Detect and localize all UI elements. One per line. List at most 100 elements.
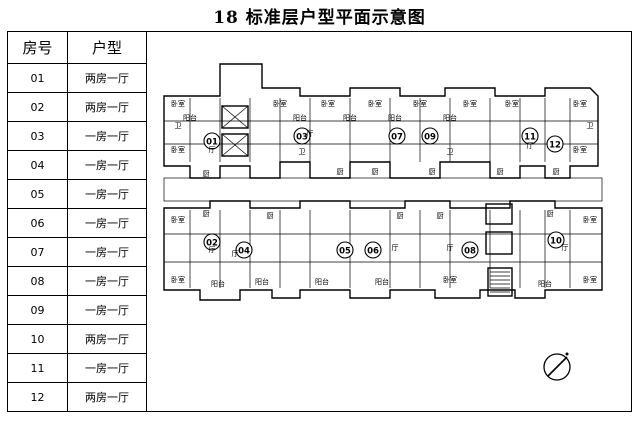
core-cross — [221, 105, 249, 129]
unit-type-cell: 一房一厅 — [67, 150, 147, 180]
unit-marker — [235, 241, 253, 259]
core-box — [485, 231, 513, 255]
room-label: 厅 — [447, 244, 454, 252]
room-label: 厅 — [562, 244, 569, 252]
unit-type-cell: 一房一厅 — [67, 266, 147, 296]
room-label: 厨 — [203, 170, 210, 178]
room-label: 卫 — [447, 148, 454, 156]
room-label: 厨 — [337, 168, 344, 176]
room-label: 卫 — [587, 122, 594, 130]
floor-plan-walls — [163, 63, 603, 301]
room-label: 厨 — [437, 212, 444, 220]
room-label: 卧室 — [171, 99, 185, 108]
room-label: 卧室 — [505, 99, 519, 108]
unit-marker-label: 01 — [206, 138, 218, 148]
room-label: 厨 — [203, 210, 210, 218]
room-label: 阳台 — [183, 113, 197, 122]
room-label: 阳台 — [343, 113, 357, 122]
unit-marker-label: 10 — [550, 237, 562, 247]
room-label: 厅 — [209, 146, 216, 154]
unit-number-cell: 01 — [7, 63, 68, 93]
unit-marker-label: 06 — [367, 247, 379, 257]
room-label: 阳台 — [538, 279, 552, 288]
unit-number-cell: 03 — [7, 121, 68, 151]
core-box — [485, 203, 513, 225]
unit-type-cell: 两房一厅 — [67, 324, 147, 354]
north-arrow-icon — [543, 352, 571, 381]
unit-marker — [521, 127, 539, 145]
room-label: 厨 — [267, 212, 274, 220]
room-label: 阳台 — [255, 277, 269, 286]
room-label: 卧室 — [443, 275, 457, 284]
unit-marker — [421, 127, 439, 145]
room-label: 厨 — [429, 168, 436, 176]
unit-type-cell: 两房一厅 — [67, 92, 147, 122]
room-label: 卧室 — [273, 99, 287, 108]
unit-type-cell: 一房一厅 — [67, 179, 147, 209]
room-label: 阳台 — [211, 279, 225, 288]
room-label: 厅 — [209, 246, 216, 254]
room-label: 卧室 — [171, 145, 185, 154]
unit-number-cell: 09 — [7, 295, 68, 325]
room-label: 卧室 — [573, 99, 587, 108]
unit-marker-label: 07 — [391, 133, 403, 143]
page-title: 18 标准层户型平面示意图 — [213, 8, 426, 28]
room-label: 卧室 — [171, 275, 185, 284]
unit-number-cell: 04 — [7, 150, 68, 180]
room-label: 厨 — [397, 212, 404, 220]
unit-marker — [293, 127, 311, 145]
room-label: 阳台 — [443, 113, 457, 122]
table-header-row: 房号 户型 — [7, 31, 147, 64]
room-label: 厨 — [553, 168, 560, 176]
unit-marker — [461, 241, 479, 259]
core-box — [221, 133, 249, 157]
unit-marker-label: 02 — [206, 239, 218, 249]
unit-marker-label: 08 — [464, 247, 476, 257]
unit-type-cell: 一房一厅 — [67, 237, 147, 267]
unit-number-cell: 02 — [7, 92, 68, 122]
room-label: 阳台 — [388, 113, 402, 122]
unit-marker-label: 09 — [424, 133, 436, 143]
floor-plan-interior-lines — [163, 98, 603, 293]
room-label: 厅 — [527, 142, 534, 150]
core-box — [221, 105, 249, 129]
unit-marker — [546, 135, 564, 153]
room-label: 厨 — [547, 210, 554, 218]
room-label: 卧室 — [583, 275, 597, 284]
unit-marker-label: 11 — [524, 133, 536, 143]
header-unit-number: 房号 — [7, 31, 68, 64]
core-cross — [221, 133, 249, 157]
unit-type-cell: 两房一厅 — [67, 382, 147, 412]
room-label: 阳台 — [375, 277, 389, 286]
room-label: 厨 — [497, 168, 504, 176]
room-label: 卫 — [299, 148, 306, 156]
unit-number-cell: 05 — [7, 179, 68, 209]
unit-marker — [364, 241, 382, 259]
unit-marker — [336, 241, 354, 259]
unit-marker — [203, 233, 221, 251]
unit-marker-label: 03 — [296, 133, 308, 143]
unit-marker-label: 04 — [238, 247, 250, 257]
room-label: 厅 — [392, 244, 399, 252]
room-label: 卧室 — [573, 145, 587, 154]
room-label: 阳台 — [293, 113, 307, 122]
room-label: 厅 — [232, 250, 239, 258]
core-box — [487, 267, 513, 297]
header-unit-type: 户型 — [67, 31, 147, 64]
room-label: 阳台 — [315, 277, 329, 286]
unit-marker — [547, 231, 565, 249]
unit-marker — [388, 127, 406, 145]
room-label: 卧室 — [368, 99, 382, 108]
unit-type-cell: 一房一厅 — [67, 353, 147, 383]
